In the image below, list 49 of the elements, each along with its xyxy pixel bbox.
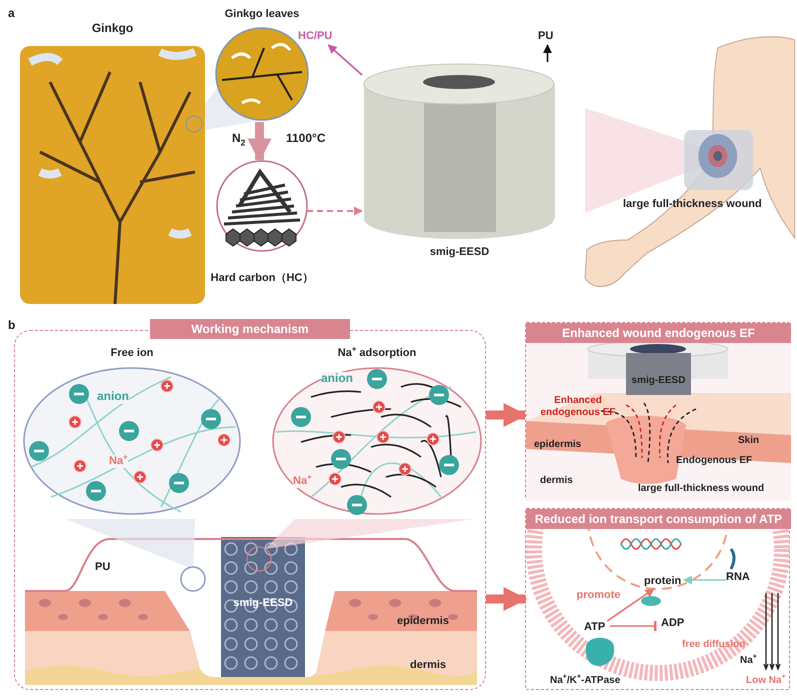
arrow <box>543 44 552 62</box>
arrow <box>486 587 528 611</box>
node-label: PU <box>95 561 110 574</box>
diagram-label: Skin <box>738 435 760 446</box>
panel-letter: b <box>8 318 16 332</box>
node-label: PU <box>538 30 554 43</box>
edge-label: promote <box>574 589 622 601</box>
diagram-label: large full-thickness wound <box>638 483 764 494</box>
arrow <box>328 44 363 76</box>
node-label: Hard carbon（HC） <box>210 272 314 285</box>
node-label: Free ion <box>110 347 154 360</box>
diagram-label: smig-EESD <box>232 597 294 610</box>
diagram-label: Enhanced endogenous EF <box>540 395 616 418</box>
process-condition: N$_{2}$ <box>232 131 246 145</box>
node-label: smig-EESD <box>428 246 490 259</box>
node-label: ADP <box>661 617 684 630</box>
panel-heading: Working mechanism <box>150 319 350 339</box>
panel <box>525 508 790 690</box>
diagram-label: Na$^{+}$ <box>740 655 757 666</box>
panel-letter: a <box>8 6 15 20</box>
node-label: HC/PU <box>298 30 332 43</box>
inhibition-connector <box>610 621 656 631</box>
node-label: Ginkgo leaves <box>224 8 300 21</box>
diagram-label: dermis <box>540 475 573 486</box>
diagram-label: anion <box>97 390 129 404</box>
panel-heading: Enhanced wound endogenous EF <box>526 323 791 343</box>
diagram-label: epidermis <box>397 615 449 628</box>
node-label: Na$^{+}$ adsorption <box>336 347 418 360</box>
node-label: RNA <box>726 571 750 584</box>
arrow <box>307 206 363 216</box>
diagram-label: Na$^{+}$/K$^{+}$-ATPase <box>550 675 620 686</box>
arrow <box>248 122 272 162</box>
arrow <box>606 588 655 622</box>
diagram-label: free diffusion <box>682 639 746 650</box>
panel-heading: Reduced ion transport consumption of ATP <box>526 509 791 529</box>
diagram-label: smig-EESD <box>630 375 686 386</box>
diagram-label: Low Na$^{+}$ <box>746 675 786 686</box>
diagram-label: Endogenous EF <box>676 455 752 466</box>
process-condition: 1100°C <box>286 131 326 145</box>
diagram-label: dermis <box>410 659 446 672</box>
diagram-label: Na$^{+}$ <box>293 475 312 488</box>
node-label: ATP <box>584 621 606 634</box>
diagram-label: epidermis <box>534 439 582 450</box>
node-label: protein <box>644 575 682 588</box>
diagram-label: Na$^{+}$ <box>109 455 128 468</box>
node-label: large full-thickness wound <box>623 198 762 211</box>
arrow <box>486 403 528 427</box>
arrow <box>683 576 726 584</box>
node-label: Ginkgo <box>90 22 134 36</box>
